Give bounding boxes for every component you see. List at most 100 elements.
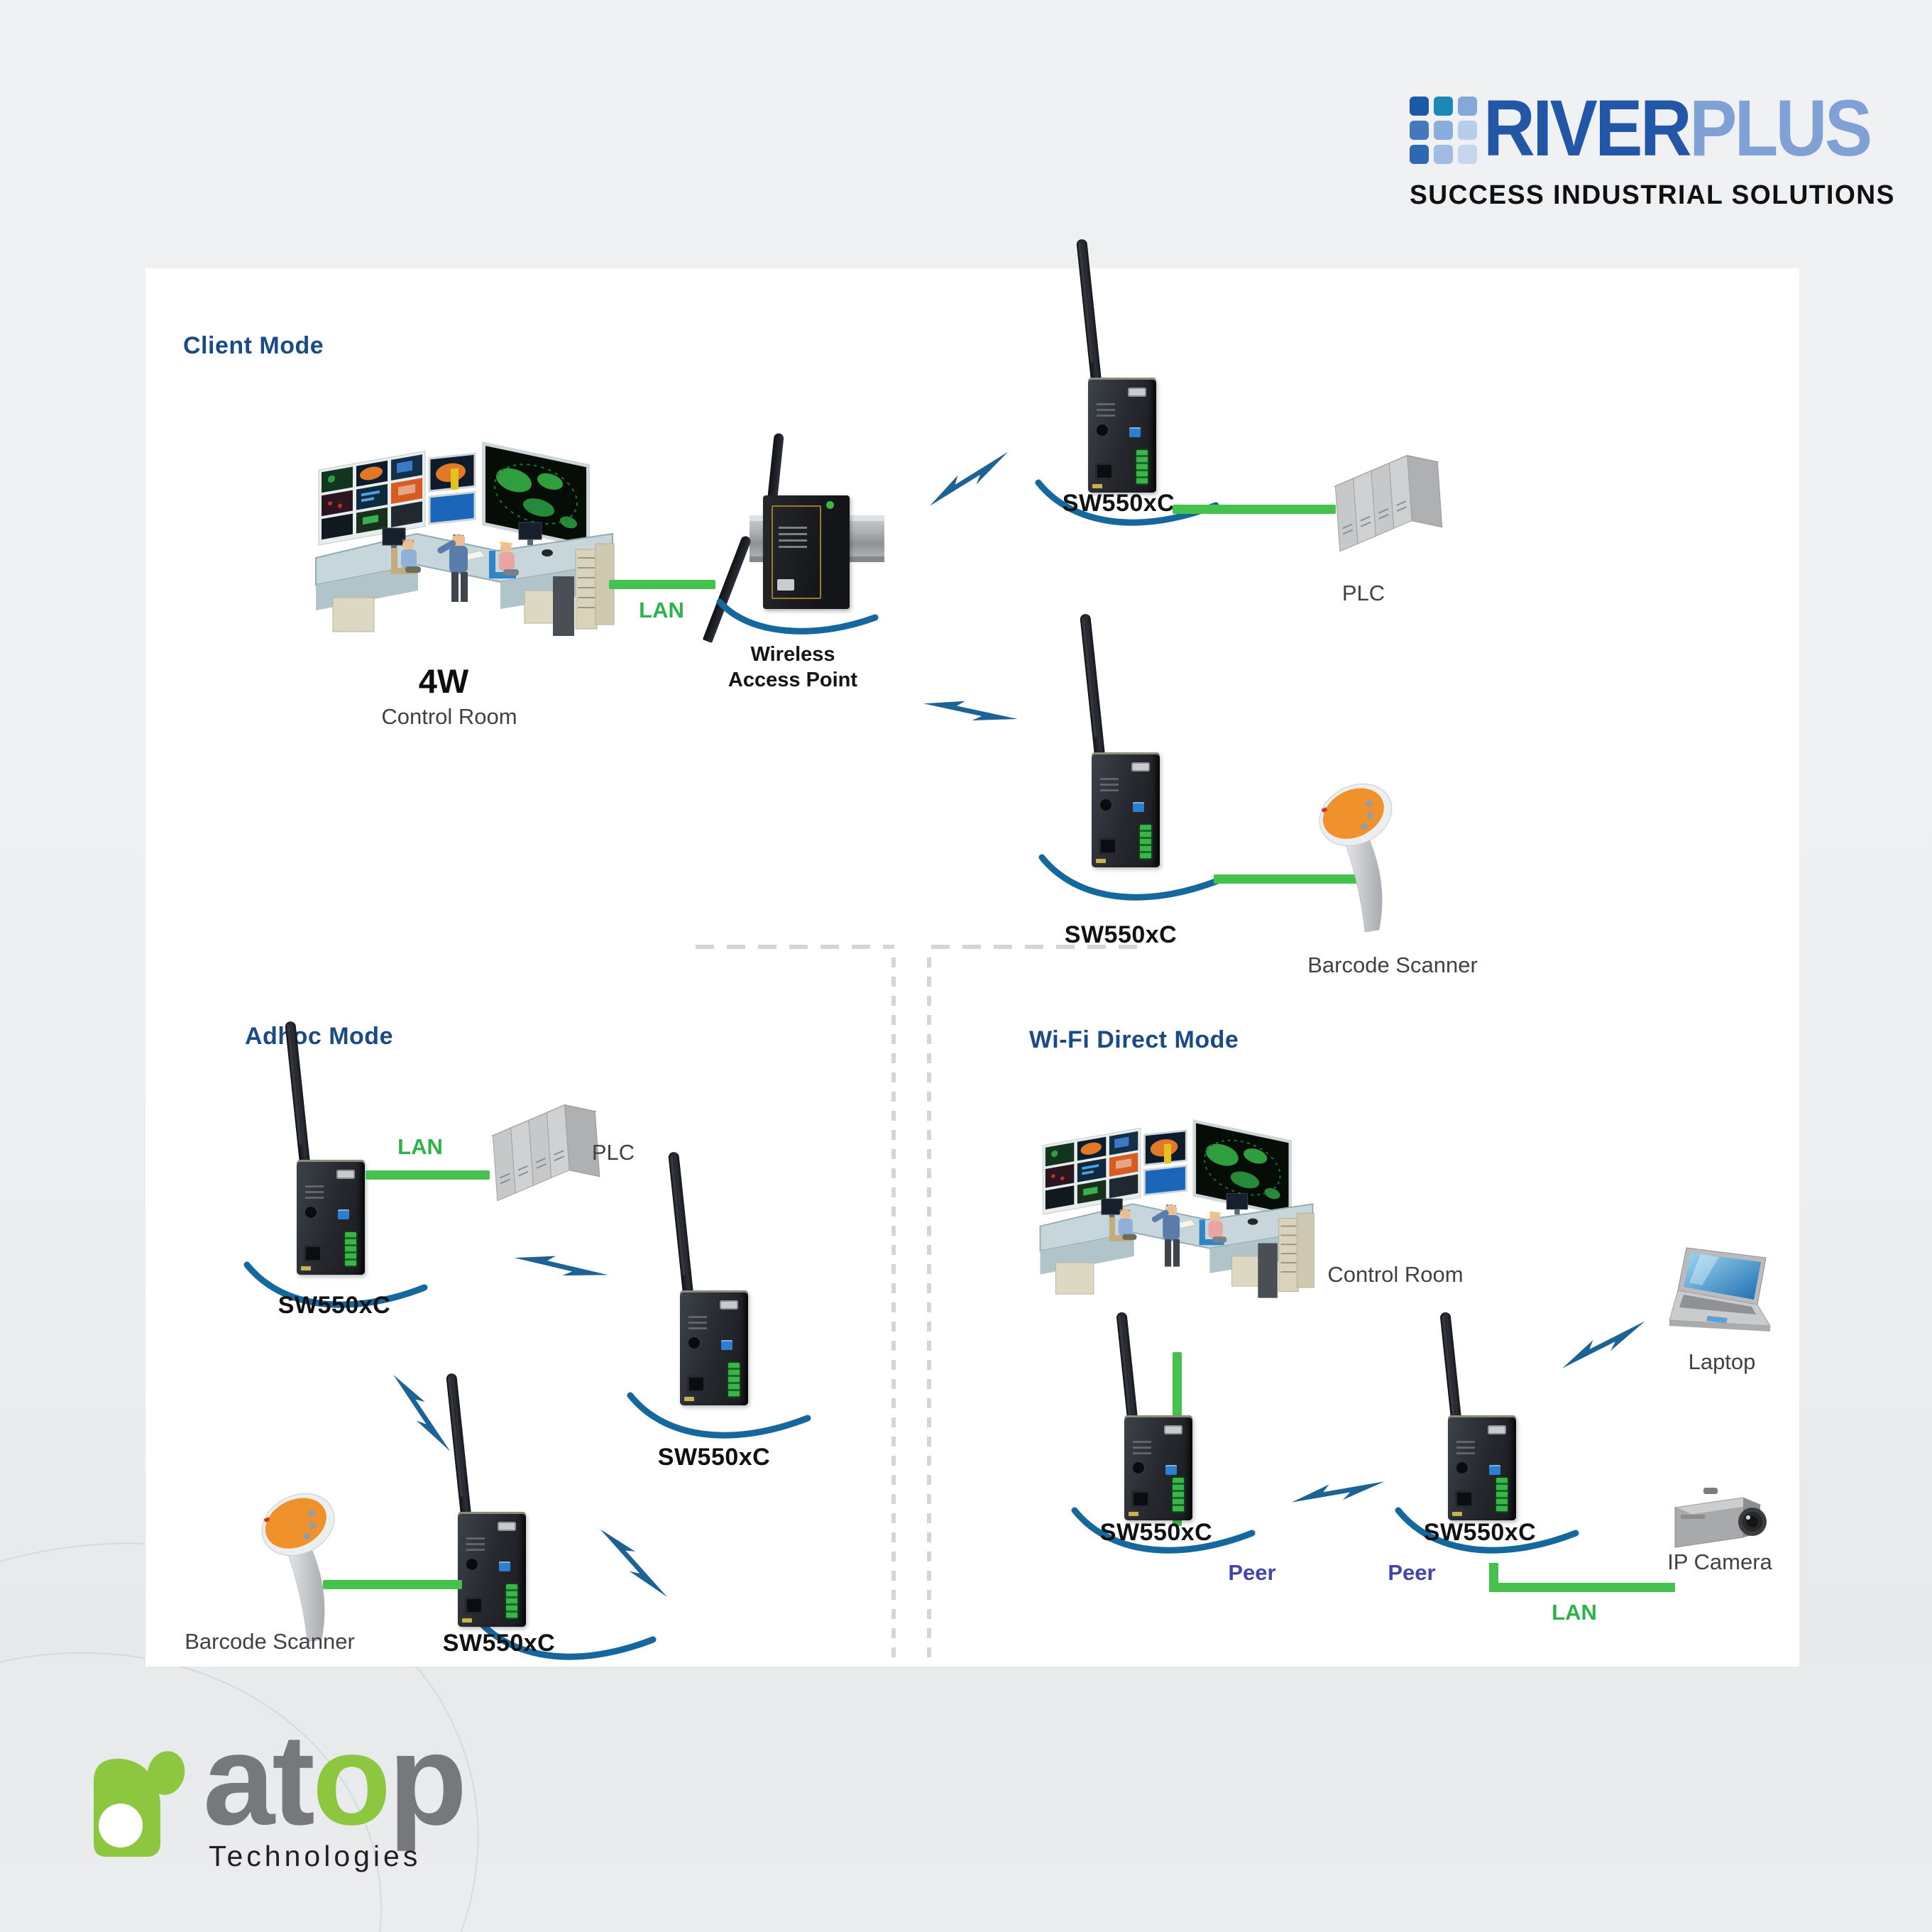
lan-cable-line — [1214, 874, 1378, 884]
usb-port-icon — [1129, 427, 1141, 437]
device-detail — [684, 1397, 694, 1401]
atop-letter: a — [203, 1707, 275, 1852]
atop-letter: t — [272, 1707, 315, 1852]
terminal-block-icon — [1173, 1478, 1184, 1512]
serial-port-icon — [498, 1522, 516, 1531]
divider-vertical-right — [927, 957, 931, 1664]
serial-port-icon — [720, 1300, 738, 1310]
usb-port-icon — [338, 1209, 349, 1219]
device-body — [763, 495, 850, 609]
plc-device — [485, 1095, 605, 1226]
device-body — [680, 1290, 748, 1405]
peer-label: Peer — [1228, 1560, 1276, 1585]
wireless-signal-arc — [1071, 1507, 1256, 1554]
device-detail — [1129, 1512, 1138, 1516]
device-body — [1124, 1415, 1192, 1520]
riverplus-grid-cell — [1410, 121, 1429, 140]
serial-port-icon — [1488, 1425, 1506, 1434]
ethernet-port-icon — [1095, 463, 1114, 480]
sw550-label: SW550xC — [657, 1444, 771, 1471]
wireless-link-bolt-icon — [1291, 1477, 1386, 1516]
led-indicators — [305, 1185, 324, 1201]
control-room-label: Control Room — [1327, 1262, 1464, 1287]
control-room-illustration — [1036, 1114, 1317, 1324]
sw550-label: SW550xC — [442, 1630, 556, 1657]
lan-cable-elbow — [1489, 1563, 1675, 1592]
wireless-signal-arc — [243, 1261, 428, 1308]
riverplus-grid-cell — [1434, 121, 1453, 140]
sw550-label: SW550xC — [278, 1292, 391, 1319]
lan-cable-line — [323, 1580, 462, 1589]
wireless-signal-arc — [716, 598, 879, 635]
control-room-label: Control Room — [381, 704, 517, 729]
usb-port-icon — [499, 1561, 510, 1571]
wireless-link-bolt-icon — [384, 1365, 452, 1465]
divider-vertical-left — [891, 957, 896, 1664]
usb-port-icon — [1133, 802, 1144, 812]
lan-cable-line — [609, 580, 715, 589]
led-indicators — [1456, 1441, 1475, 1456]
plc-label: PLC — [591, 1140, 635, 1165]
device-detail — [779, 527, 807, 548]
wireless-link-bolt-icon — [921, 450, 1021, 515]
wireless-link-bolt-icon — [591, 1516, 669, 1615]
device-body — [1088, 378, 1156, 493]
terminal-block-icon — [1140, 825, 1151, 859]
usb-port-icon — [721, 1340, 732, 1350]
status-led — [826, 501, 834, 509]
device-detail — [1092, 484, 1102, 488]
section-title-wifi-direct-mode: Wi-Fi Direct Mode — [1029, 1026, 1239, 1053]
control-room-illustration — [311, 437, 618, 663]
section-title-client-mode: Client Mode — [183, 332, 324, 359]
antenna-connector — [305, 1207, 317, 1218]
serial-port-icon — [777, 579, 794, 591]
riverplus-grid-icon — [1410, 97, 1478, 168]
antenna-connector — [466, 1559, 478, 1570]
lan-cable-line — [1489, 1583, 1675, 1592]
device-faceplate — [772, 505, 821, 599]
sw550-label: SW550xC — [1099, 1519, 1213, 1546]
antenna-connector — [1100, 799, 1112, 811]
riverplus-logo: RIVERPLUS SUCCESS INDUSTRIAL SOLUTIONS — [1410, 84, 1905, 211]
terminal-block-icon — [506, 1584, 517, 1618]
peer-label: Peer — [1388, 1560, 1436, 1585]
device-body — [1448, 1415, 1516, 1520]
atop-subtitle: Technologies — [209, 1840, 422, 1872]
sw550-label: SW550xC — [1423, 1519, 1537, 1546]
section-title-adhoc-mode: Adhoc Mode — [245, 1023, 393, 1050]
control-room-caption: 4W — [418, 662, 469, 700]
barcode-scanner-label: Barcode Scanner — [1307, 953, 1478, 977]
atop-wordmark: atop — [203, 1715, 467, 1844]
antenna-connector — [1133, 1462, 1144, 1473]
ethernet-port-icon — [1099, 838, 1117, 855]
serial-port-icon — [1128, 388, 1146, 397]
access-point-label: Access Point — [728, 669, 858, 691]
lan-h-label: LAN — [639, 598, 684, 622]
led-indicators — [688, 1316, 707, 1332]
serial-port-icon — [1164, 1425, 1182, 1434]
riverplus-grid-cell — [1458, 145, 1477, 164]
riverplus-grid-cell — [1410, 145, 1429, 164]
usb-port-icon — [1165, 1465, 1177, 1475]
atop-letter: p — [388, 1707, 467, 1852]
divider-horizontal-right — [931, 945, 1137, 949]
ethernet-port-icon — [1131, 1491, 1150, 1508]
atop-icon — [94, 1751, 185, 1857]
ethernet-port-icon — [465, 1597, 483, 1614]
ip-camera-device — [1667, 1486, 1773, 1554]
device-detail — [301, 1266, 311, 1270]
sw550-label: SW550xC — [1064, 921, 1178, 948]
access-point-label: Wireless — [750, 643, 835, 666]
wireless-signal-arc — [472, 1613, 657, 1660]
riverplus-grid-cell — [1434, 145, 1453, 164]
sw550-label: SW550xC — [1062, 490, 1175, 517]
wireless-link-bolt-icon — [920, 680, 1020, 750]
antenna-connector — [688, 1337, 700, 1349]
wireless-signal-arc — [1035, 479, 1219, 526]
riverplus-grid-cell — [1458, 121, 1477, 140]
wireless-access-point-device — [702, 424, 887, 652]
device-detail — [462, 1618, 472, 1623]
device-body — [297, 1160, 365, 1275]
laptop-device — [1658, 1245, 1779, 1346]
